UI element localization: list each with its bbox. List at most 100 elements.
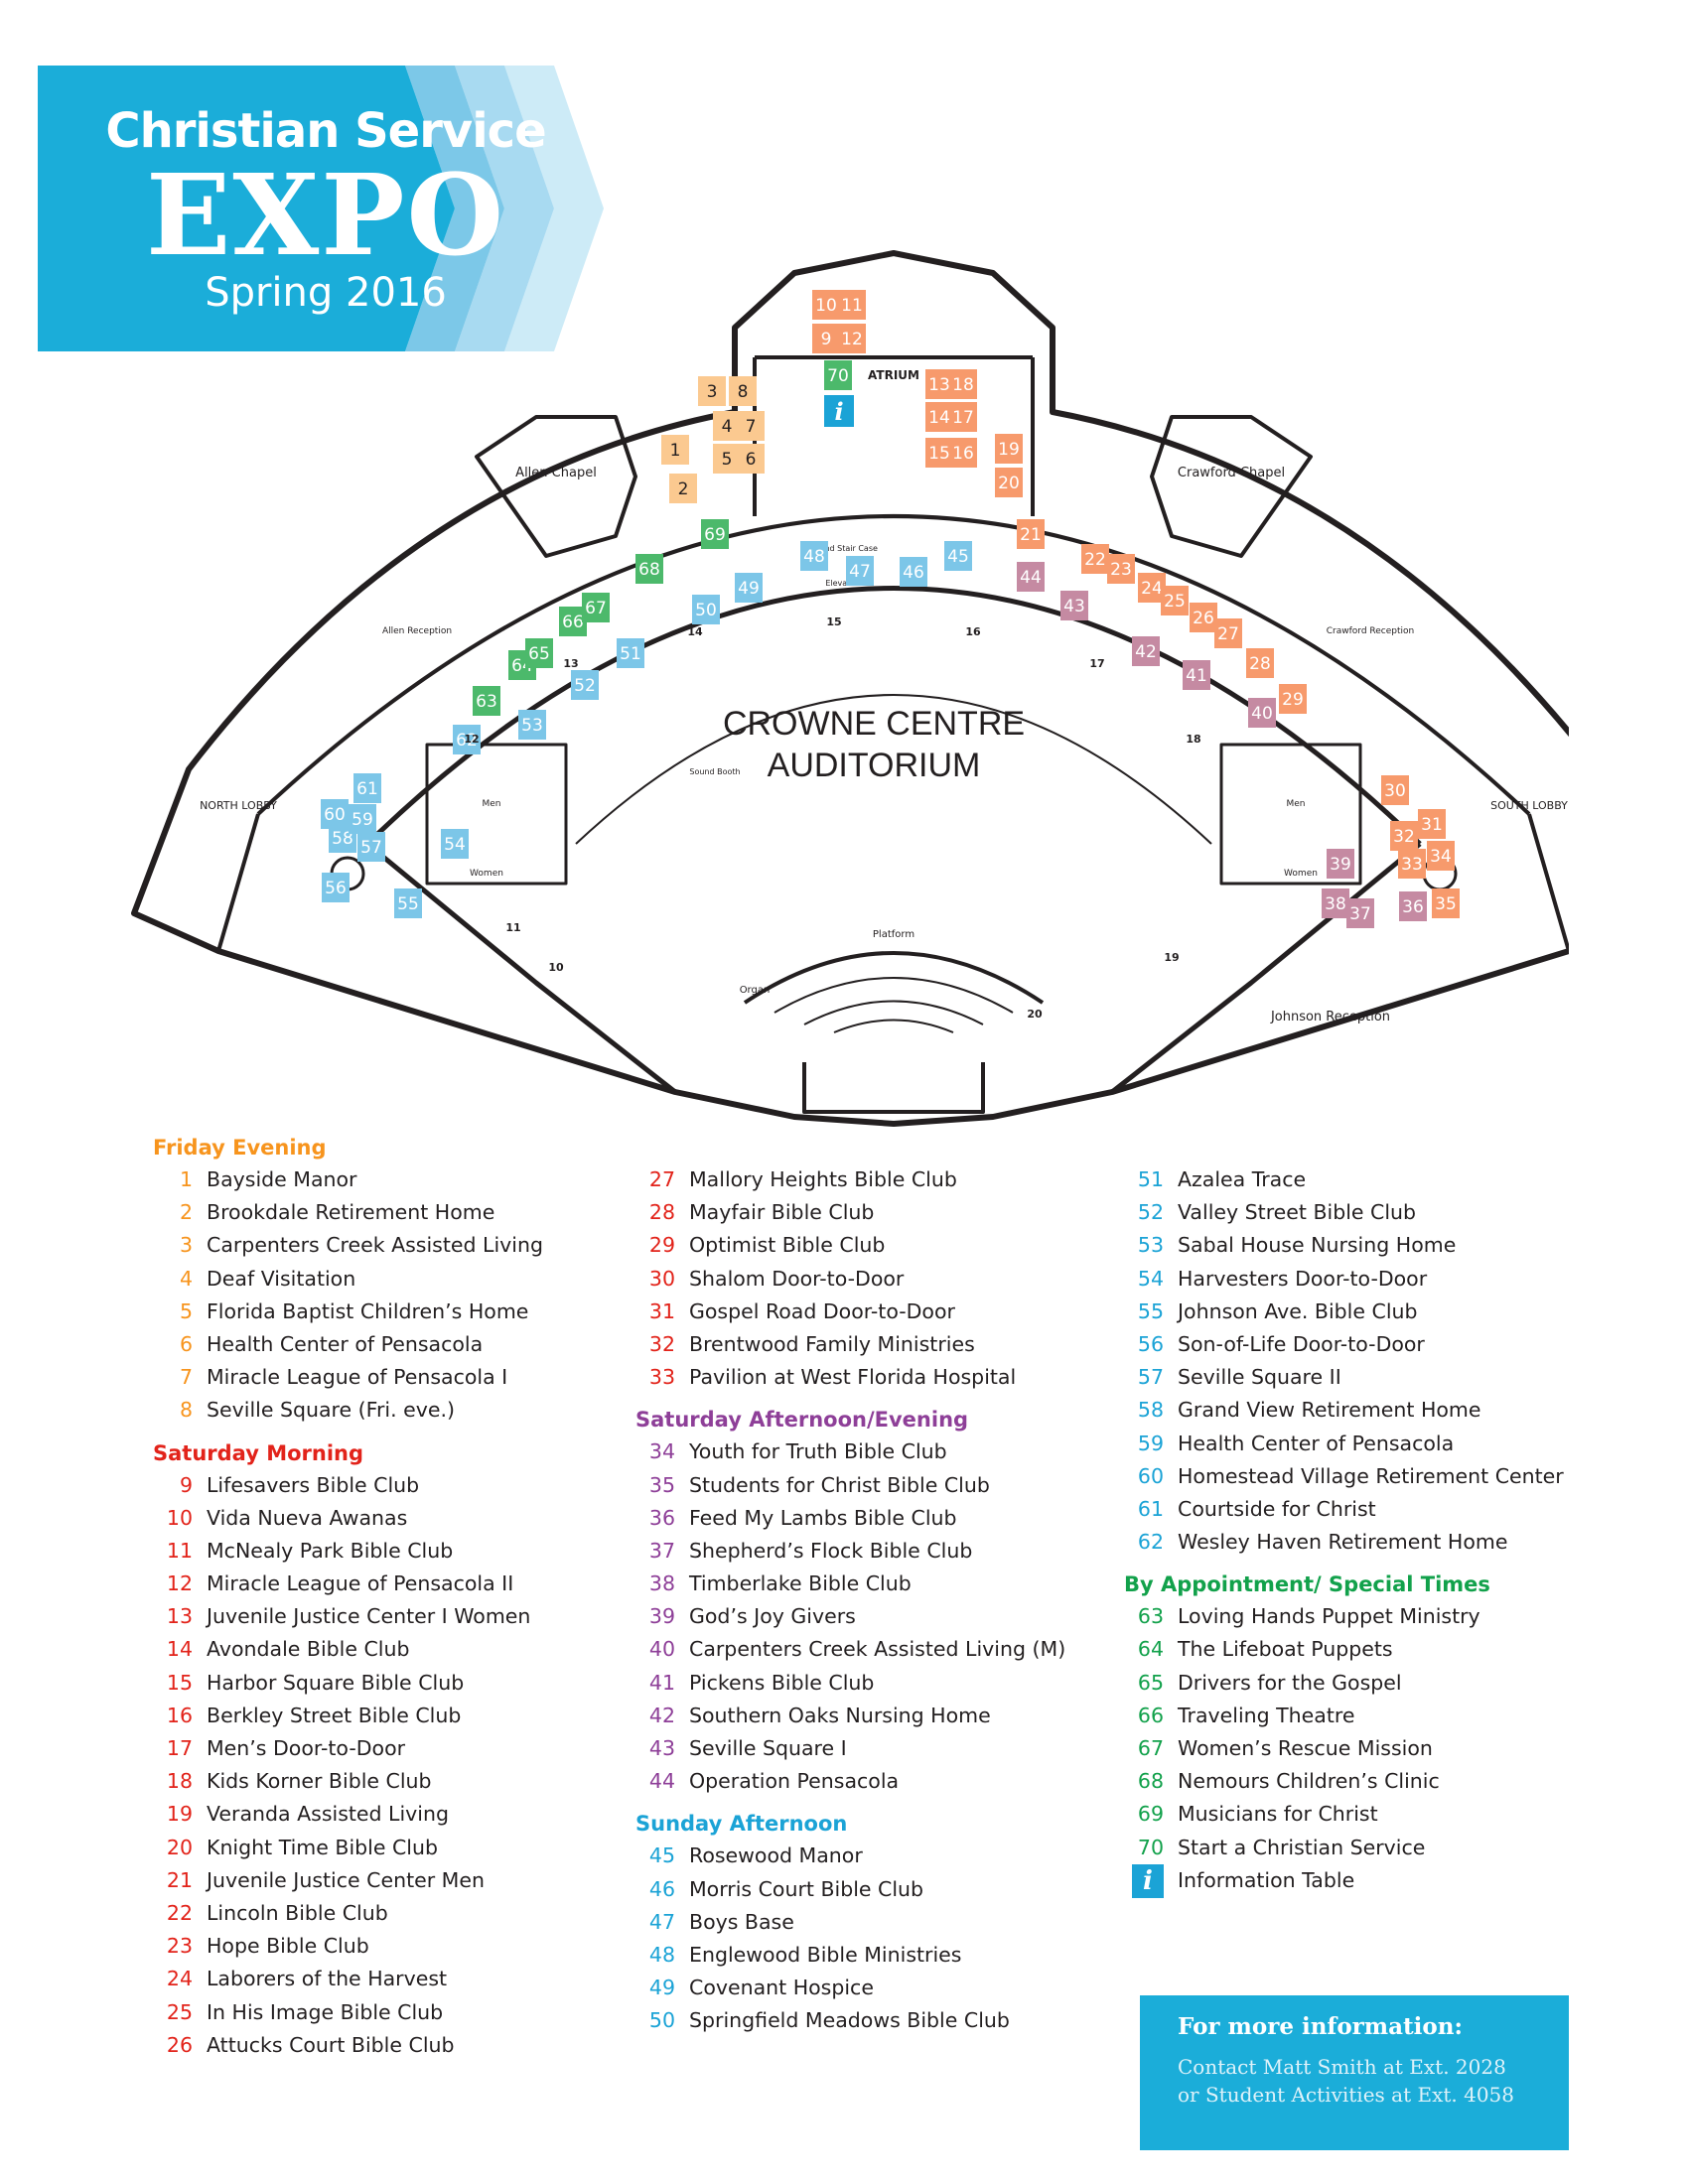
auditorium-name-line1: CROWNE CENTRE — [723, 705, 1025, 743]
legend-number: 57 — [1137, 1365, 1164, 1390]
booth-marker — [525, 638, 553, 668]
booth-number: 36 — [1402, 897, 1424, 917]
booth-marker — [713, 411, 741, 441]
booth-47: 47 — [846, 556, 874, 586]
booth-number: 40 — [1251, 704, 1273, 724]
booth-marker — [1322, 888, 1349, 918]
johnson-reception-label: Johnson Reception — [1270, 1010, 1390, 1024]
booth-number: 24 — [1141, 579, 1163, 599]
booth-number: 49 — [738, 579, 760, 599]
booth-34: 34 — [1427, 841, 1455, 871]
legend-label: Youth for Truth Bible Club — [689, 1439, 947, 1464]
legend-label: Avondale Bible Club — [207, 1637, 410, 1662]
booth-marker — [1183, 660, 1210, 690]
booth-number: 61 — [356, 779, 378, 799]
allen-chapel-label: Allen Chapel — [515, 466, 597, 480]
legend-label: Shepherd’s Flock Bible Club — [689, 1538, 973, 1563]
booth-marker — [394, 888, 422, 918]
legend-number: 1 — [179, 1167, 193, 1191]
expo-banner: Christian Service EXPO Spring 2016 — [38, 66, 604, 351]
legend-number: 17 — [166, 1736, 193, 1760]
legend-label: Attucks Court Bible Club — [207, 2032, 455, 2057]
booth-number: 5 — [722, 450, 733, 470]
info-icon-glyph: i — [834, 397, 843, 426]
legend-label: Juvenile Justice Center I Women — [207, 1604, 531, 1629]
legend-number: 24 — [166, 1967, 193, 1991]
booth-number: 50 — [695, 601, 717, 620]
legend-number: 70 — [1137, 1835, 1164, 1859]
organ-label: Organ — [740, 985, 771, 996]
legend-label: Morris Court Bible Club — [689, 1876, 924, 1901]
booth-marker — [518, 710, 546, 740]
booth-42: 42 — [1132, 636, 1160, 666]
booth-number: 59 — [352, 810, 373, 830]
legend-label: In His Image Bible Club — [207, 1999, 444, 2024]
legend-label: Sabal House Nursing Home — [1178, 1233, 1457, 1258]
booth-number: 12 — [841, 330, 863, 349]
booth-50: 50 — [692, 595, 720, 624]
legend-number: 41 — [648, 1670, 675, 1695]
booth-marker — [735, 573, 763, 603]
legend-label: Harbor Square Bible Club — [207, 1670, 465, 1695]
booth-number: 8 — [738, 382, 749, 402]
booth-marker — [582, 593, 610, 622]
booth-marker — [944, 541, 972, 571]
legend-number: 43 — [648, 1736, 675, 1760]
booth-number: 62 — [456, 731, 478, 751]
legend-label: Mallory Heights Bible Club — [689, 1167, 957, 1191]
sound-booth-label: Sound Booth — [689, 767, 740, 776]
booth-number: 34 — [1430, 847, 1452, 867]
legend-number: 9 — [179, 1472, 193, 1497]
platform-label: Platform — [873, 929, 914, 940]
legend-label: Pavilion at West Florida Hospital — [689, 1365, 1017, 1390]
booth-marker — [949, 369, 977, 399]
booth-marker — [1107, 554, 1135, 584]
booth-number: 35 — [1435, 894, 1457, 914]
booth-48: 48 — [800, 541, 828, 571]
legend-label: Juvenile Justice Center Men — [207, 1867, 485, 1892]
booth-29: 29 — [1279, 684, 1307, 714]
legend-number: 44 — [648, 1769, 675, 1794]
booth-marker — [824, 360, 852, 390]
booth-number: 6 — [746, 450, 757, 470]
booth-number: 29 — [1282, 690, 1304, 710]
booth-51: 51 — [617, 638, 644, 668]
booth-marker — [737, 444, 765, 474]
legend-number: 6 — [179, 1331, 193, 1356]
booth-number: 31 — [1421, 815, 1443, 835]
legend-number: 10 — [166, 1505, 193, 1530]
legend-label: Seville Square I — [689, 1736, 847, 1760]
legend-number: 63 — [1137, 1604, 1164, 1629]
legend-number: 35 — [648, 1472, 675, 1497]
legend-label: Health Center of Pensacola — [207, 1331, 484, 1356]
booth-number: 38 — [1325, 894, 1346, 914]
booth-number: 9 — [821, 330, 832, 349]
booth-number: 53 — [521, 716, 543, 736]
legend-number: 26 — [166, 2032, 193, 2057]
booth-9: 9 — [812, 324, 840, 353]
legend-label: Knight Time Bible Club — [207, 1835, 438, 1859]
booth-65: 65 — [525, 638, 553, 668]
booth-marker — [1017, 519, 1045, 549]
legend-label: Optimist Bible Club — [689, 1233, 886, 1258]
legend-number: 47 — [648, 1909, 675, 1934]
legend-number: 11 — [166, 1538, 193, 1563]
legend-label: Courtside for Christ — [1178, 1496, 1376, 1521]
booth-number: 20 — [998, 474, 1020, 493]
legend-label: Berkley Street Bible Club — [207, 1703, 462, 1727]
